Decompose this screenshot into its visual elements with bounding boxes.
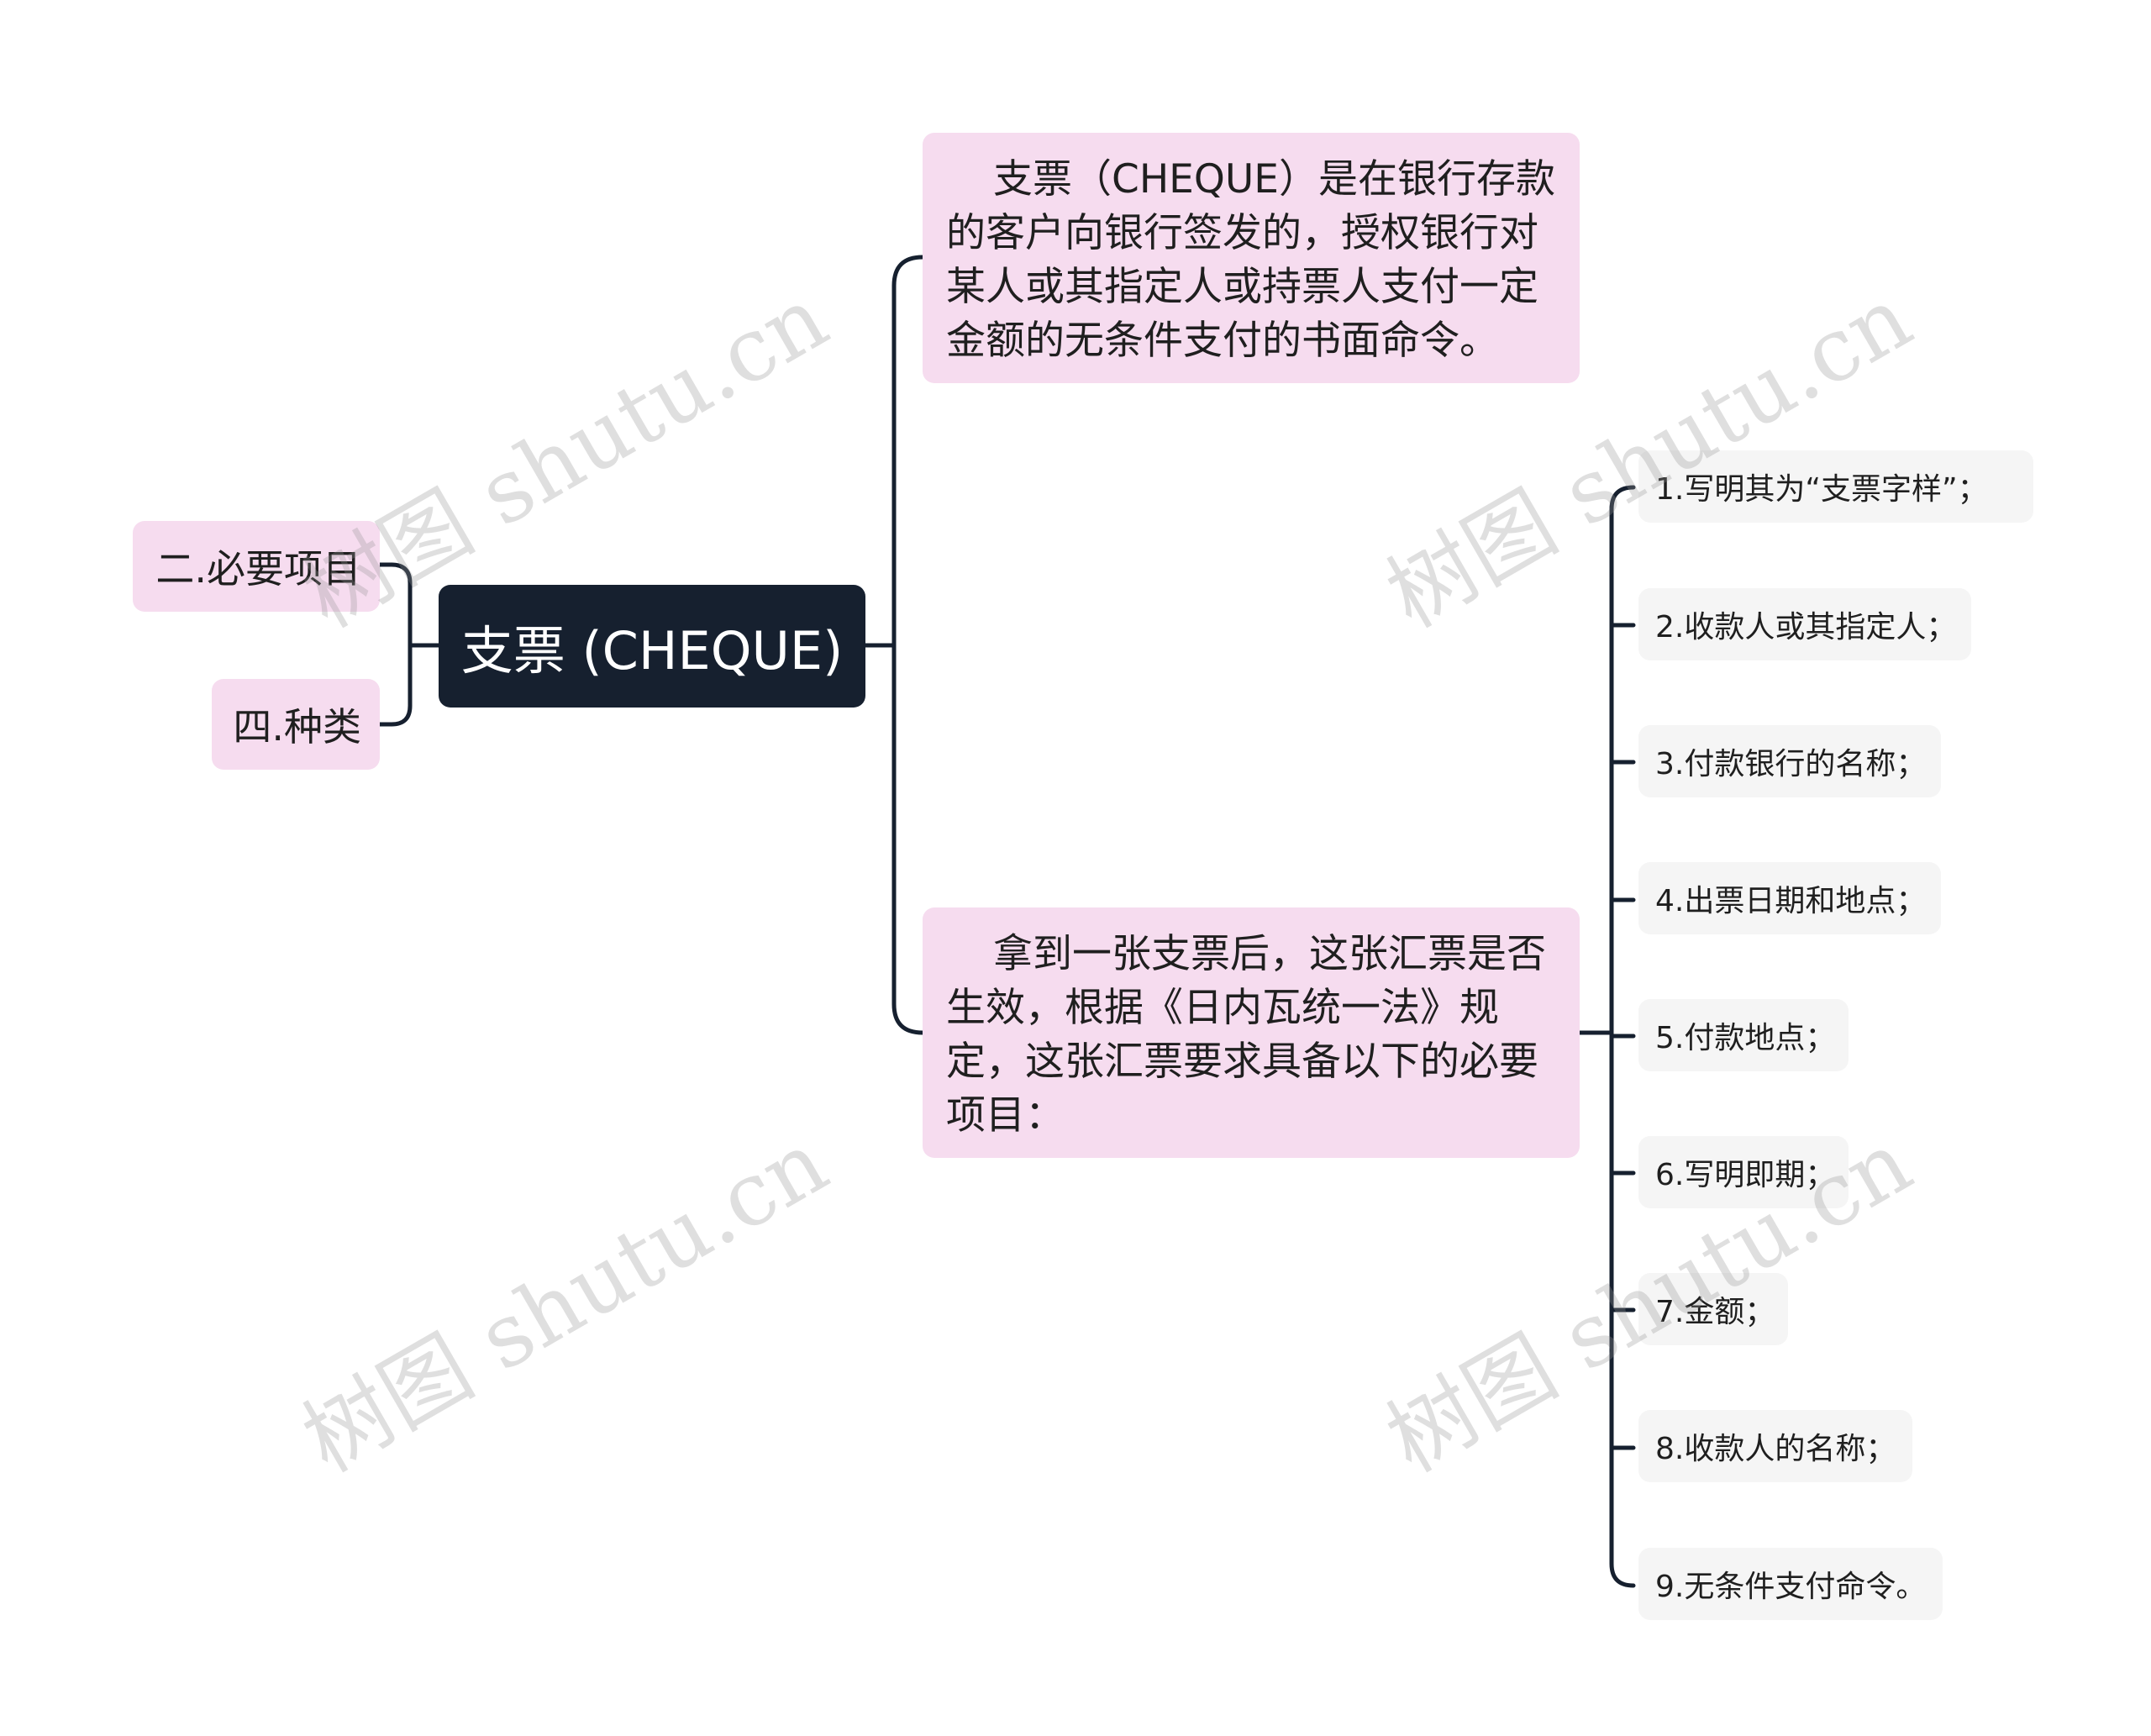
- definition-node[interactable]: 支票（CHEQUE）是在银行存款的客户向银行签发的，授权银行对某人或其指定人或持…: [923, 133, 1580, 383]
- leaf-label-4: 4.出票日期和地点；: [1655, 884, 1927, 918]
- connector-right-trunk: [891, 255, 925, 1035]
- leaf-label-1: 1.写明其为“支票字样”；: [1655, 472, 1988, 507]
- leaf-node-7[interactable]: 7.金额；: [1638, 1273, 1788, 1345]
- requirements-node[interactable]: 拿到一张支票后，这张汇票是否生效，根据《日内瓦统一法》规定，这张汇票要求具备以下…: [923, 907, 1580, 1158]
- left-branch-node-2[interactable]: 四.种类: [212, 679, 380, 770]
- leaf-node-1[interactable]: 1.写明其为“支票字样”；: [1638, 450, 2033, 523]
- requirements-text: 拿到一张支票后，这张汇票是否生效，根据《日内瓦统一法》规定，这张汇票要求具备以下…: [946, 931, 1546, 1139]
- definition-text: 支票（CHEQUE）是在银行存款的客户向银行签发的，授权银行对某人或其指定人或持…: [946, 156, 1555, 364]
- leaf-node-3[interactable]: 3.付款银行的名称；: [1638, 725, 1941, 797]
- left-branch-label-1: 二.必要项目: [155, 546, 361, 592]
- root-node[interactable]: 支票 (CHEQUE): [439, 585, 865, 708]
- left-branch-node-1[interactable]: 二.必要项目: [133, 521, 380, 612]
- leaf-node-5[interactable]: 5.付款地点；: [1638, 999, 1849, 1071]
- connector-left-trunk: [389, 562, 413, 727]
- leaf-label-7: 7.金额；: [1655, 1295, 1775, 1329]
- leaf-node-4[interactable]: 4.出票日期和地点；: [1638, 862, 1941, 934]
- leaf-label-9: 9.无条件支付命令。: [1655, 1570, 1927, 1604]
- leaf-label-6: 6.写明即期；: [1655, 1158, 1836, 1192]
- leaf-node-9[interactable]: 9.无条件支付命令。: [1638, 1548, 1943, 1620]
- leaf-label-5: 5.付款地点；: [1655, 1021, 1836, 1055]
- leaf-node-6[interactable]: 6.写明即期；: [1638, 1136, 1849, 1208]
- leaf-label-3: 3.付款银行的名称；: [1655, 747, 1927, 781]
- leaf-label-2: 2.收款人或其指定人；: [1655, 610, 1957, 644]
- leaf-node-8[interactable]: 8.收款人的名称；: [1638, 1410, 1912, 1482]
- left-branch-label-2: 四.种类: [233, 704, 361, 750]
- leaf-label-8: 8.收款人的名称；: [1655, 1432, 1896, 1466]
- root-label: 支票 (CHEQUE): [460, 620, 844, 681]
- leaf-node-2[interactable]: 2.收款人或其指定人；: [1638, 588, 1971, 660]
